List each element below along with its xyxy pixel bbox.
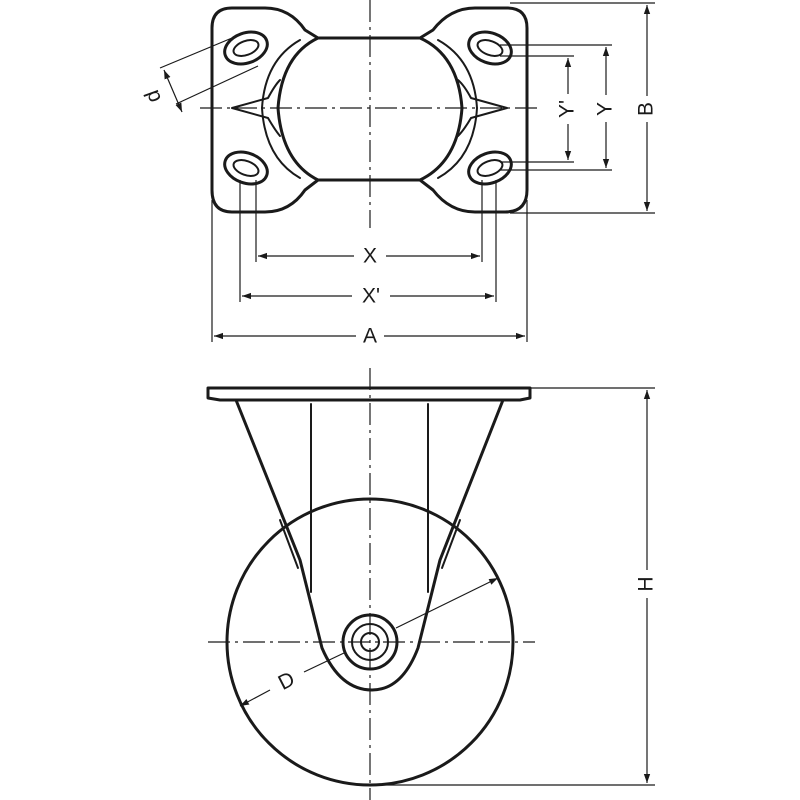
label-y-prime: Y' bbox=[556, 100, 579, 118]
mounting-hole-top-left bbox=[223, 30, 269, 66]
label-y: Y bbox=[594, 102, 617, 116]
dimension-d-small: d bbox=[140, 37, 259, 113]
label-d-small: d bbox=[140, 87, 166, 106]
label-wheel-diameter: D bbox=[275, 667, 299, 694]
dimension-h: H bbox=[635, 390, 658, 783]
side-view-dimensions: D H bbox=[239, 387, 658, 786]
left-rib bbox=[231, 79, 281, 137]
top-view bbox=[200, 0, 540, 228]
label-a: A bbox=[363, 325, 377, 348]
mounting-plate-outline bbox=[210, 6, 529, 214]
dimension-y-prime: Y' bbox=[556, 58, 579, 160]
mounting-hole-top-right bbox=[467, 30, 513, 66]
dimension-x-prime: X' bbox=[242, 285, 494, 308]
mounting-hole-bottom-left bbox=[223, 150, 269, 186]
label-b: B bbox=[635, 102, 658, 116]
fork-inner-left bbox=[279, 519, 299, 569]
dimension-y: Y bbox=[594, 47, 617, 168]
label-x-prime: X' bbox=[362, 285, 380, 308]
mounting-hole-bottom-right bbox=[467, 150, 513, 186]
fork-bracket bbox=[234, 399, 505, 692]
dimension-a: A bbox=[214, 325, 525, 348]
label-x: X bbox=[363, 245, 377, 268]
label-h: H bbox=[635, 576, 658, 591]
dimension-b: B bbox=[635, 5, 658, 211]
side-view bbox=[206, 368, 535, 800]
dimension-x: X bbox=[258, 245, 480, 268]
side-mounting-plate bbox=[206, 386, 532, 402]
fork-inner-right bbox=[441, 519, 461, 569]
right-rib bbox=[457, 79, 508, 137]
top-view-dimensions: X X' A Y' Y bbox=[140, 2, 658, 348]
